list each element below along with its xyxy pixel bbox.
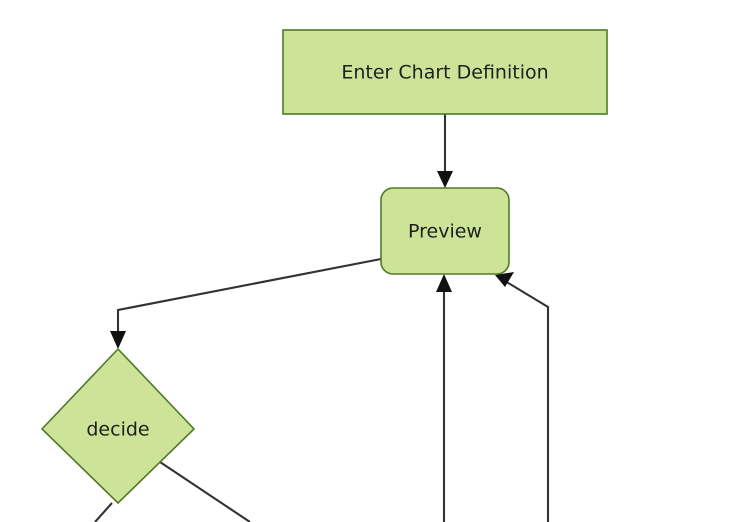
node-diamond[interactable]: [40, 347, 196, 505]
edge-preview-to-decide: [110, 257, 382, 349]
node-decide[interactable]: decide: [40, 347, 196, 505]
edge-decide-branch-left: [94, 502, 113, 522]
node-label-preview: Preview: [408, 221, 482, 243]
arrowhead-icon: [495, 272, 514, 287]
edge-line: [504, 280, 550, 522]
node-enter-chart-definition[interactable]: Enter Chart Definition: [282, 29, 608, 115]
edge-line: [94, 502, 113, 522]
node-label-decide: decide: [86, 419, 149, 441]
edge-enter-to-preview: [437, 114, 453, 188]
node-label-enter-chart-definition: Enter Chart Definition: [341, 62, 548, 84]
edge-return-right-to-preview: [495, 272, 550, 522]
edge-line: [159, 461, 251, 522]
edge-return-center-to-preview: [436, 274, 452, 522]
arrowhead-icon: [110, 331, 126, 349]
arrowhead-icon: [436, 274, 452, 292]
edge-line: [116, 257, 382, 338]
node-rectangle[interactable]: [282, 29, 608, 115]
edge-decide-branch-right: [159, 461, 251, 522]
node-preview[interactable]: Preview: [380, 187, 510, 275]
node-rounded-rectangle[interactable]: [380, 187, 510, 275]
arrowhead-icon: [437, 171, 453, 188]
